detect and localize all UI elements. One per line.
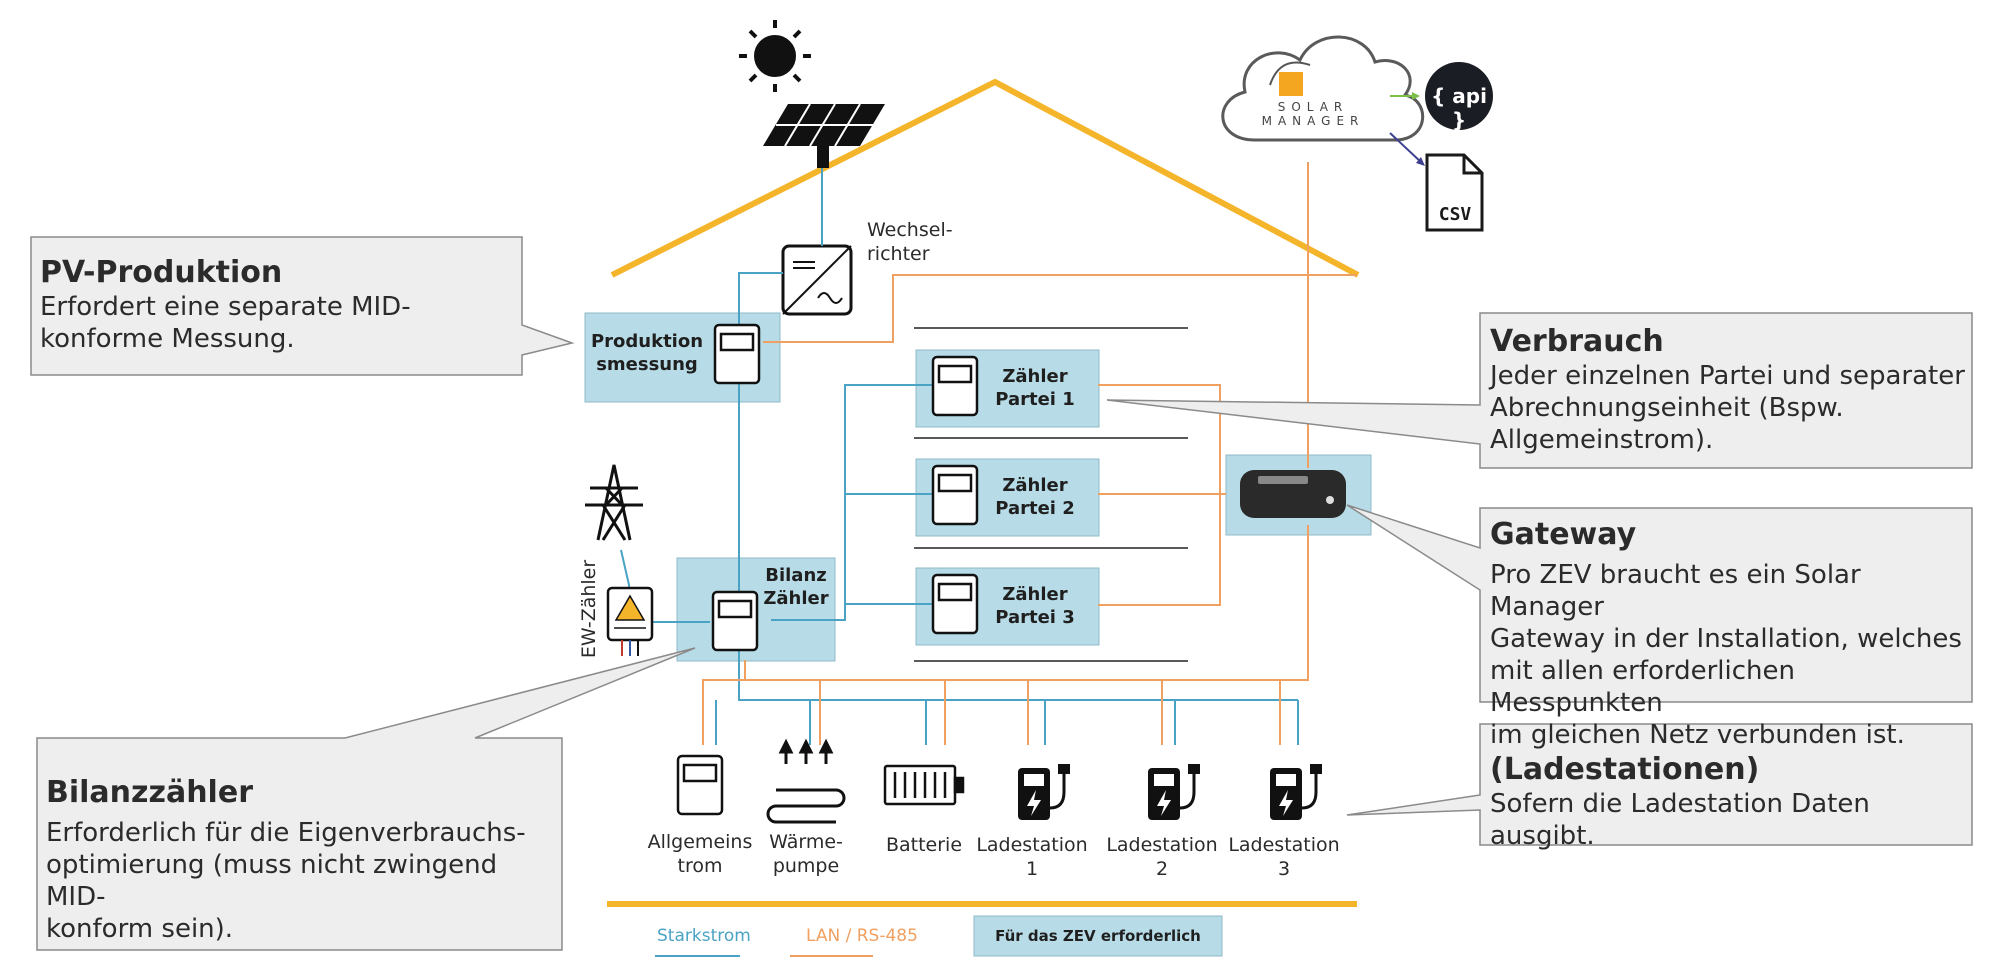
gateway-device-icon	[1240, 470, 1346, 518]
device-label-battery: Batterie	[885, 834, 963, 856]
device-label-heat-pump: Wärme- pumpe	[769, 831, 843, 877]
callout-gateway: Gateway Pro ZEV braucht es ein Solar Man…	[1490, 517, 1968, 751]
battery-icon	[883, 764, 965, 806]
callout-verbrauch: Verbrauch Jeder einzelnen Partei und sep…	[1490, 324, 1968, 456]
legend-starkstrom: Starkstrom	[657, 926, 751, 946]
inverter-icon	[781, 244, 853, 316]
api-label: { api }	[1431, 84, 1487, 132]
callout-ladestationen: (Ladestationen) Sofern die Ladestation D…	[1490, 752, 1968, 852]
separators	[914, 327, 1188, 662]
device-label-charger-1: Ladestation 1	[976, 834, 1088, 880]
callout-gateway-box	[1346, 504, 1973, 703]
power-pylon-icon	[585, 464, 643, 541]
starkstrom-lines	[620, 168, 1299, 745]
callout-verbrauch-title: Verbrauch	[1490, 324, 1664, 359]
device-label-charger-2: Ladestation 2	[1106, 834, 1218, 880]
cloud-to-csv-arrow	[1389, 132, 1423, 164]
device-label-general: Allgemeins trom	[647, 831, 753, 877]
callout-pv: PV-Produktion Erfordert eine separate MI…	[40, 255, 510, 355]
cloud-icon	[1221, 35, 1425, 142]
device-label-charger-3: Ladestation 3	[1228, 834, 1340, 880]
api-icon	[1425, 62, 1493, 130]
ev-charger-icon	[1148, 764, 1200, 820]
callout-pv-title: PV-Produktion	[40, 255, 283, 290]
heat-pump-icon	[766, 738, 846, 824]
callout-pv-box	[30, 236, 575, 376]
callout-verbrauch-box	[1106, 312, 1973, 469]
ev-charger-icon	[1270, 764, 1322, 820]
party1-meter-label: Zähler Partei 1	[995, 366, 1075, 410]
meter-icon	[676, 754, 724, 816]
callout-gateway-title: Gateway	[1490, 517, 1637, 552]
ev-charger-icon	[1018, 764, 1070, 820]
sun-icon	[739, 20, 811, 92]
callout-verbrauch-body: Jeder einzelnen Partei und separater Abr…	[1490, 361, 1965, 455]
csv-file-icon	[1425, 153, 1484, 232]
ew-meter-label: EW-Zähler	[578, 559, 601, 659]
meter-icon	[711, 323, 979, 652]
callout-ladestationen-title: (Ladestationen)	[1490, 752, 1760, 787]
callout-pv-body: Erfordert eine separate MID- konforme Me…	[40, 292, 411, 354]
lan-lines	[702, 162, 1357, 745]
party2-meter-label: Zähler Partei 2	[995, 475, 1075, 519]
callout-bilanz-title: Bilanzzähler	[46, 775, 253, 810]
callout-gateway-body: Pro ZEV braucht es ein Solar Manager Gat…	[1490, 560, 1962, 750]
inverter-label: Wechsel- richter	[867, 219, 953, 265]
callout-bilanz: Bilanzzähler Erforderlich für die Eigenv…	[46, 775, 556, 945]
production-meter-label: Produktion smessung	[590, 331, 704, 375]
legend-zev-box	[973, 915, 1223, 957]
legend-zev: Für das ZEV erforderlich	[995, 927, 1201, 945]
solar-panel-icon	[763, 103, 885, 168]
legend-lan: LAN / RS-485	[806, 926, 918, 946]
callout-ladestation-box	[1346, 723, 1973, 846]
utility-meter-icon	[606, 586, 654, 656]
balance-meter-label: Bilanz Zähler	[763, 565, 829, 609]
csv-label: CSV	[1438, 204, 1472, 225]
callout-bilanz-body: Erforderlich für die Eigenverbrauchs- op…	[46, 818, 526, 944]
callout-ladestationen-body: Sofern die Ladestation Daten ausgibt.	[1490, 789, 1870, 851]
solar-manager-logo-text: SOLAR MANAGER	[1261, 100, 1365, 128]
roof	[610, 78, 1360, 278]
callout-bilanz-box	[36, 647, 696, 951]
party3-meter-label: Zähler Partei 3	[995, 584, 1075, 628]
